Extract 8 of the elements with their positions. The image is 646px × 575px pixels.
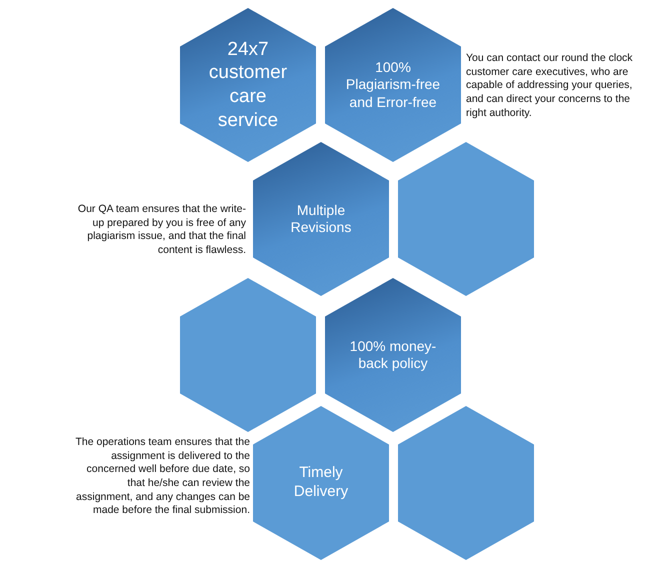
tile-title: 100% money-back policy [348, 338, 438, 372]
tile-title: 100% Plagiarism-free and Error-free [344, 58, 442, 112]
tile-title: Multiple Revisions [290, 202, 352, 236]
tile-title: 24x7 customer care service [208, 38, 288, 132]
description-text: The operations team ensures that the assignment is delivered to the concerned well before due date, so that he/she can review the assignment, and any changes can be made before the final submission. [74, 436, 250, 518]
description-text: You can contact our round the clock customer care executives, who are capable of addressing your queries, and can direct your concerns to the right authority. [466, 52, 634, 120]
description-text: Our QA team ensures that the write-up prepared by you is free of any plagiarism issue, and that the final content is flawless. [76, 203, 246, 258]
tile-title: Timely Delivery [292, 464, 350, 502]
